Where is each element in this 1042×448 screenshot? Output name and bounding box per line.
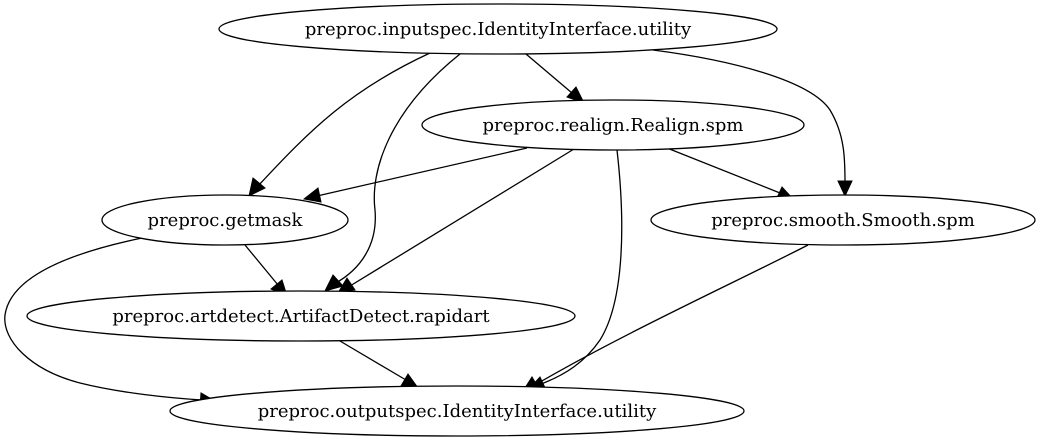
node-label-realign: preproc.realign.Realign.spm	[483, 115, 744, 136]
node-getmask[interactable]: preproc.getmask	[101, 194, 349, 246]
edge-artdetect-to-outputspec	[339, 340, 420, 389]
node-smooth[interactable]: preproc.smooth.Smooth.spm	[650, 194, 1036, 246]
edge-realign-to-artdetect	[337, 148, 575, 294]
node-label-outputspec: preproc.outputspec.IdentityInterface.uti…	[258, 401, 657, 422]
edge-realign-to-smooth	[666, 147, 795, 201]
edge-inputspec-to-smooth	[652, 49, 853, 198]
node-realign[interactable]: preproc.realign.Realign.spm	[421, 99, 805, 151]
nodes: preproc.inputspec.IdentityInterface.util…	[26, 3, 1036, 437]
edge-realign-to-outputspec	[526, 149, 623, 391]
node-label-artdetect: preproc.artdetect.ArtifactDetect.rapidar…	[112, 306, 490, 327]
node-inputspec[interactable]: preproc.inputspec.IdentityInterface.util…	[218, 3, 778, 55]
edge-realign-to-getmask	[302, 147, 528, 203]
node-outputspec[interactable]: preproc.outputspec.IdentityInterface.uti…	[169, 385, 745, 437]
node-label-getmask: preproc.getmask	[148, 210, 304, 231]
node-artdetect[interactable]: preproc.artdetect.ArtifactDetect.rapidar…	[26, 290, 576, 342]
edge-getmask-to-artdetect	[244, 244, 288, 297]
edge-inputspec-to-getmask	[248, 52, 431, 197]
node-label-inputspec: preproc.inputspec.IdentityInterface.util…	[305, 19, 692, 40]
edge-inputspec-to-realign	[525, 53, 586, 104]
node-label-smooth: preproc.smooth.Smooth.spm	[711, 210, 975, 231]
edge-inputspec-to-artdetect	[324, 53, 461, 292]
